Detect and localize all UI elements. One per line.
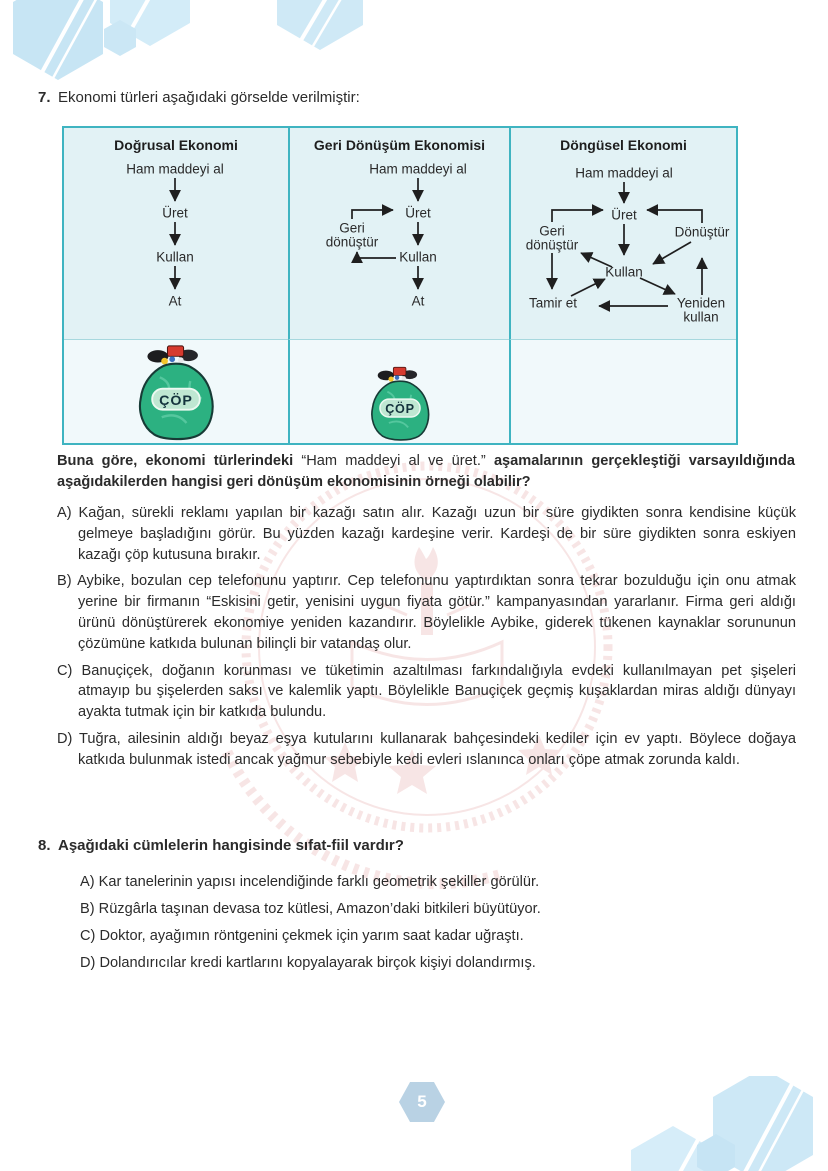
option-c-label: C)	[57, 662, 73, 679]
trash-bag-icon: ÇÖP	[138, 345, 214, 441]
circular-economy-trash-cell	[509, 339, 736, 443]
option-c-text: Doktor, ayağımın röntgenini çekmek için …	[99, 928, 524, 944]
svg-text:kullan: kullan	[683, 310, 718, 325]
question-7-number: 7.	[38, 89, 51, 106]
svg-text:Üret: Üret	[405, 206, 431, 221]
option-c: C) Banuçiçek, doğanın korunması ve tüket…	[57, 661, 796, 723]
svg-text:At: At	[412, 294, 425, 309]
option-b-label: B)	[80, 901, 95, 917]
option-d: D) Dolandırıcılar kredi kartlarını kopya…	[80, 953, 758, 973]
stem-bold-after: aşamalarının gerçekleştiği varsayıldığın…	[57, 453, 796, 490]
svg-text:Dönüştür: Dönüştür	[675, 225, 730, 240]
stem-quote: “Ham maddeyi al ve üret.”	[301, 453, 486, 469]
option-b: B) Rüzgârla taşınan devasa toz kütlesi, …	[80, 899, 758, 919]
option-d: D) Tuğra, ailesinin aldığı beyaz eşya ku…	[57, 729, 796, 771]
circular-economy-title: Döngüsel Ekonomi	[560, 137, 687, 153]
svg-text:Yeniden: Yeniden	[677, 296, 725, 311]
svg-text:Üret: Üret	[611, 208, 637, 223]
svg-text:Kullan: Kullan	[399, 250, 437, 265]
recycle-economy-diagram: Ham maddeyi al Üret Kullan At Geri dönüş…	[326, 162, 467, 309]
question-7-options: A) Kağan, sürekli reklamı yapılan bir ka…	[57, 503, 796, 777]
svg-text:Ham maddeyi al: Ham maddeyi al	[369, 162, 467, 177]
question-7-intro: Ekonomi türleri aşağıdaki görselde veril…	[58, 89, 360, 106]
linear-economy-title: Doğrusal Ekonomi	[114, 137, 238, 153]
recycle-economy-cell: Geri Dönüşüm Ekonomisi Ham maddeyi al Ür…	[288, 128, 509, 339]
question-8-stem: Aşağıdaki cümlelerin hangisinde sıfat-fi…	[58, 837, 404, 854]
option-c-text: Banuçiçek, doğanın korunması ve tüketimi…	[78, 662, 796, 721]
linear-economy-diagram: Ham maddeyi al Üret Kullan At	[126, 162, 224, 309]
recycle-economy-title: Geri Dönüşüm Ekonomisi	[313, 137, 486, 153]
option-d-label: D)	[80, 955, 96, 971]
circular-economy-cell: Döngüsel Ekonomi Ham maddeyi al Üret Ger…	[509, 128, 736, 339]
svg-text:dönüştür: dönüştür	[326, 235, 379, 250]
stem-bold-before: Buna göre, ekonomi türlerindeki	[57, 453, 294, 469]
question-8-number: 8.	[38, 837, 51, 854]
recycle-economy-trash-cell: ÇÖP	[288, 339, 509, 443]
option-a: A) Kağan, sürekli reklamı yapılan bir ka…	[57, 503, 796, 565]
hexagon-decoration-bottom-right	[631, 1076, 813, 1171]
svg-text:dönüştür: dönüştür	[526, 238, 579, 253]
option-a-label: A)	[57, 505, 72, 521]
option-a-text: Kar tanelerinin yapısı incelendiğinde fa…	[98, 874, 540, 890]
page-number-badge: 5	[399, 1082, 445, 1122]
option-c: C) Doktor, ayağımın röntgenini çekmek iç…	[80, 926, 758, 946]
svg-text:At: At	[169, 294, 182, 309]
hexagon-decoration-top-left	[13, 0, 363, 81]
option-d-text: Tuğra, ailesinin aldığı beyaz eşya kutul…	[78, 730, 797, 768]
option-d-label: D)	[57, 730, 73, 747]
svg-text:Tamir et: Tamir et	[529, 296, 577, 311]
option-a: A) Kar tanelerinin yapısı incelendiğinde…	[80, 872, 758, 892]
svg-text:Kullan: Kullan	[605, 265, 643, 280]
meb-watermark	[222, 461, 613, 890]
option-a-label: A)	[80, 874, 95, 890]
circular-economy-diagram: Ham maddeyi al Üret Geri dönüştür Dönüşt…	[526, 166, 730, 325]
svg-text:Üret: Üret	[162, 206, 188, 221]
svg-text:Ham maddeyi al: Ham maddeyi al	[126, 162, 224, 177]
linear-economy-trash-cell: ÇÖP	[64, 339, 288, 443]
page-number: 5	[417, 1092, 427, 1111]
svg-text:Geri: Geri	[539, 224, 565, 239]
option-a-text: Kağan, sürekli reklamı yapılan bir kazağ…	[78, 505, 796, 563]
option-d-text: Dolandırıcılar kredi kartlarını kopyalay…	[99, 955, 536, 971]
svg-text:ÇÖP: ÇÖP	[385, 401, 415, 416]
option-b: B) Aybike, bozulan cep telefonunu yaptır…	[57, 571, 796, 654]
svg-text:Ham maddeyi al: Ham maddeyi al	[575, 166, 673, 181]
svg-text:ÇÖP: ÇÖP	[159, 392, 193, 409]
trash-bag-icon: ÇÖP	[370, 366, 429, 441]
svg-text:Kullan: Kullan	[156, 250, 194, 265]
question-8-options: A) Kar tanelerinin yapısı incelendiğinde…	[80, 872, 758, 973]
option-c-label: C)	[80, 928, 96, 944]
option-b-text: Rüzgârla taşınan devasa toz kütlesi, Ama…	[98, 901, 541, 917]
option-b-label: B)	[57, 573, 72, 590]
linear-economy-cell: Doğrusal Ekonomi Ham maddeyi al Üret Kul…	[64, 128, 288, 339]
svg-text:Geri: Geri	[339, 221, 365, 236]
question-8: 8. Aşağıdaki cümlelerin hangisinde sıfat…	[38, 837, 758, 980]
question-7-stem: Buna göre, ekonomi türlerindeki “Ham mad…	[57, 451, 795, 493]
option-b-text: Aybike, bozulan cep telefonunu yaptırır.…	[77, 573, 797, 652]
economy-types-table: Doğrusal Ekonomi Ham maddeyi al Üret Kul…	[62, 126, 738, 445]
